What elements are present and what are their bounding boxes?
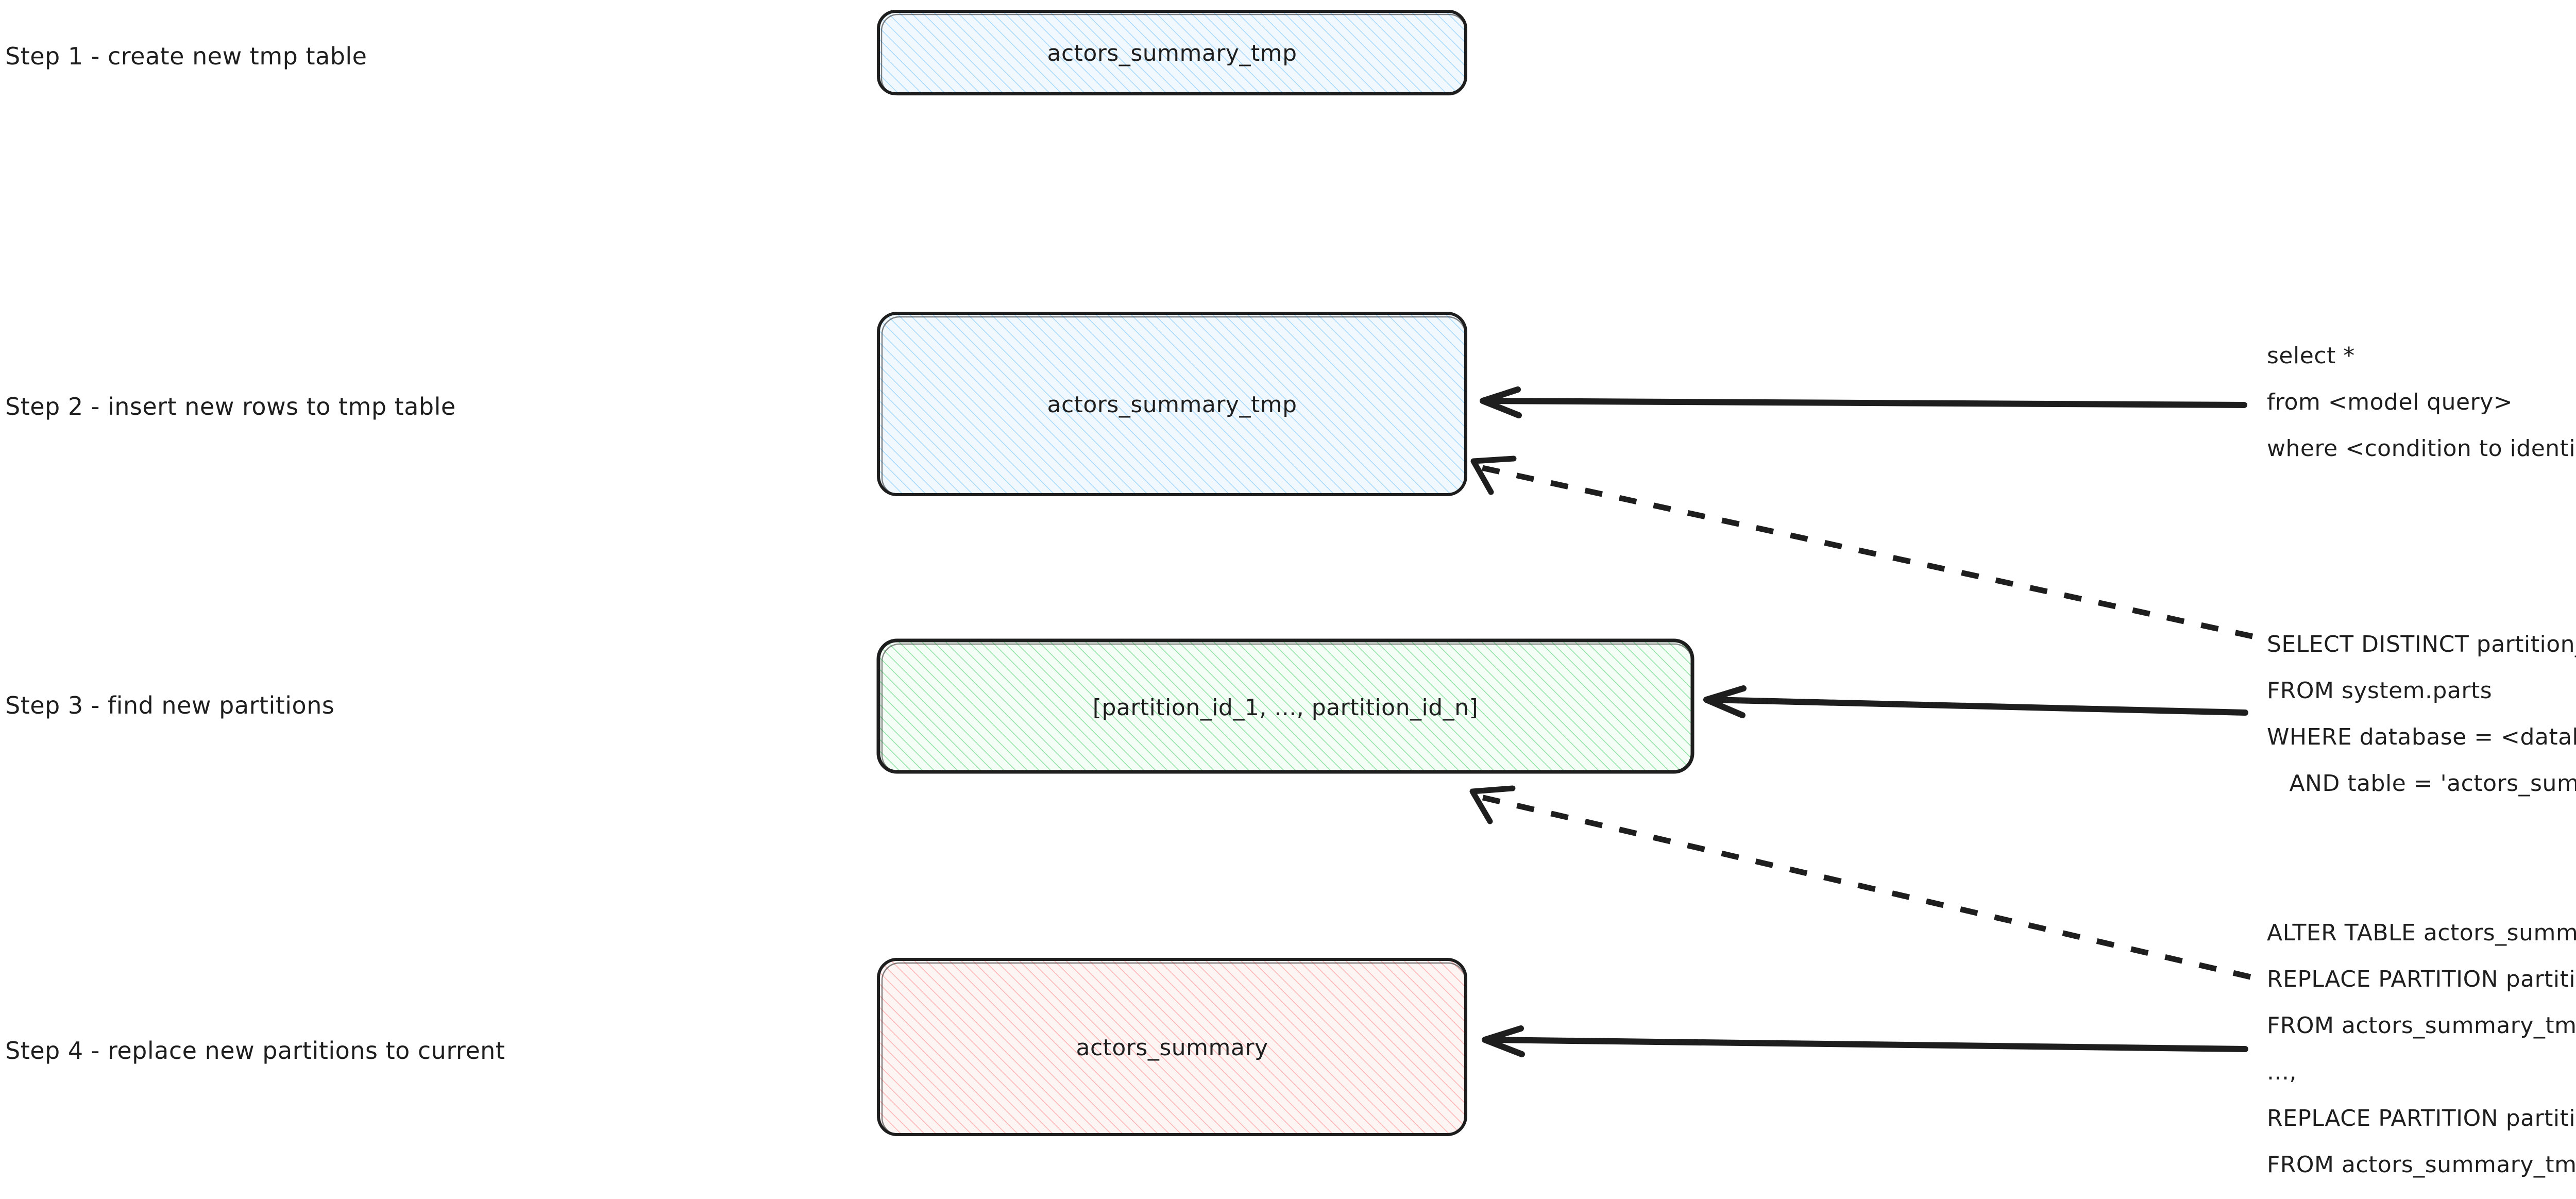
node-actors-summary-border-sketch [881,962,1466,1136]
code-replace-partitions: ALTER TABLE actors_summary REPLACE PARTI… [2267,920,2576,1178]
step-4-label: Step 4 - replace new partitions to curre… [5,1037,505,1065]
code-replace-partitions-line-5: REPLACE PARTITION partition_id_n [2267,1105,2576,1132]
arrow-code-to-actors-summary-head [1482,1025,1525,1057]
code-replace-partitions-line-1: ALTER TABLE actors_summary [2267,920,2576,946]
arrow-code-to-actors-summary [1482,1025,2248,1057]
arrow-code-to-partition-list-line [1707,697,2248,716]
node-actors-summary-hachure [878,959,1466,1135]
arrow-replace-to-partition-list [1469,785,2251,980]
node-tmp-table-1-border-sketch [880,13,1467,96]
step-3-label: Step 3 - find new partitions [5,691,334,719]
code-find-partitions: SELECT DISTINCT partition_id FROM system… [2267,631,2576,797]
arrow-code-to-partition-list [1703,685,2248,718]
node-actors-summary-label: actors_summary [1076,1035,1268,1061]
node-tmp-table-2[interactable]: actors_summary_tmp [877,312,1467,496]
code-replace-partitions-line-4: ..., [2267,1059,2297,1085]
code-insert-select: select * from <model query> where <condi… [2267,343,2576,462]
node-partition-list-border-sketch [881,643,1693,773]
arrow-code-to-tmp-table-2-line [1483,398,2247,408]
arrow-code-to-partition-list-head [1703,685,1747,718]
arrow-find-partitions-to-tmp-table-2-head [1470,455,1517,495]
node-tmp-table-2-border-sketch [881,316,1466,496]
arrow-code-to-tmp-table-2 [1480,386,2247,418]
code-find-partitions-line-3: WHERE database = <database> [2267,724,2576,750]
node-tmp-table-2-hachure [878,313,1466,495]
step-1-label: Step 1 - create new tmp table [5,42,367,70]
code-replace-partitions-line-3: FROM actors_summary_tmp, [2267,1012,2576,1039]
node-tmp-table-1-hachure [878,11,1466,94]
arrow-code-to-tmp-table-2-head [1480,386,1522,418]
node-tmp-table-2-label: actors_summary_tmp [1047,392,1297,418]
code-find-partitions-line-2: FROM system.parts [2267,678,2492,704]
node-actors-summary[interactable]: actors_summary [877,958,1467,1136]
arrow-replace-to-partition-list-head [1469,785,1516,824]
code-insert-select-line-1: select * [2267,343,2355,369]
code-find-partitions-line-4: AND table = 'actors_summary_tmp' [2267,770,2576,797]
code-insert-select-line-3: where <condition to identify new> [2267,435,2576,462]
node-partition-list-hachure [878,640,1692,772]
node-partition-list[interactable]: [partition_id_1, ..., partition_id_n] [876,638,1694,774]
arrow-find-partitions-to-tmp-table-2-line [1479,464,2253,639]
arrow-find-partitions-to-tmp-table-2 [1470,455,2253,639]
arrow-code-to-actors-summary-line [1486,1037,2248,1052]
node-tmp-table-1-label: actors_summary_tmp [1047,40,1297,66]
code-insert-select-line-2: from <model query> [2267,389,2513,415]
step-2-label: Step 2 - insert new rows to tmp table [5,393,456,420]
code-replace-partitions-line-2: REPLACE PARTITION partition_id_1 [2267,966,2576,992]
arrow-replace-to-partition-list-line [1478,793,2251,980]
code-replace-partitions-line-6: FROM actors_summary_tmp, [2267,1152,2576,1178]
code-find-partitions-line-1: SELECT DISTINCT partition_id [2267,631,2576,657]
node-partition-list-label: [partition_id_1, ..., partition_id_n] [1093,695,1478,721]
node-tmp-table-1[interactable]: actors_summary_tmp [877,10,1467,96]
